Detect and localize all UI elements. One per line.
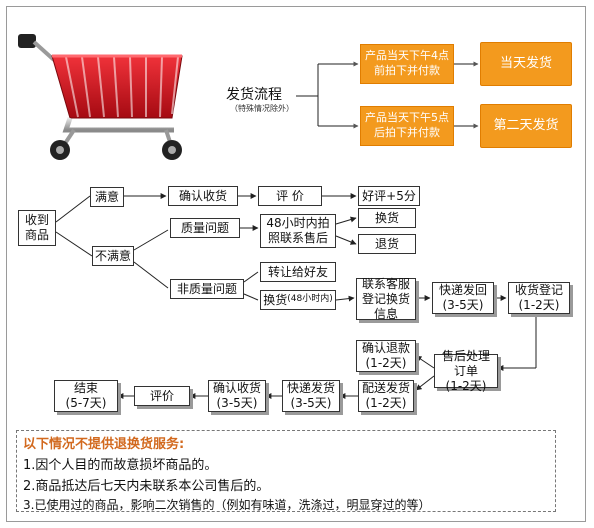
node-confirm-receipt-2: 确认收货 (3-5天): [208, 380, 266, 412]
flow-title: 发货流程: [226, 87, 282, 103]
notice-item: 3.已使用过的商品，影响二次销售的（例如有味道，洗涤过，明显穿过的等）: [23, 498, 431, 512]
node-review-2: 评价: [134, 386, 190, 406]
node-satisfied: 满意: [90, 187, 124, 207]
node-confirm-refund: 确认退款 (1-2天): [356, 340, 416, 372]
node-return: 退货: [358, 234, 416, 254]
notice-title: 以下情况不提供退换货服务:: [23, 437, 185, 452]
node-end: 结束 (5-7天): [54, 380, 118, 412]
node-contact-aftersale-48h: 48小时内拍 照联系售后: [260, 214, 336, 248]
notice-item: 1.因个人目的而故意损坏商品的。: [23, 458, 218, 473]
condition-before-4pm: 产品当天下午4点 前拍下并付款: [360, 44, 454, 84]
node-review: 评 价: [258, 186, 322, 206]
node-exchange: 换货: [358, 208, 416, 228]
exchange-48h-label: 换货: [263, 292, 288, 307]
ship-next-day: 第二天发货: [480, 104, 572, 148]
node-receipt-register: 收货登记 (1-2天): [508, 282, 570, 314]
node-confirm-receipt: 确认收货: [168, 186, 238, 206]
node-transfer-to-friend: 转让给好友: [260, 262, 336, 282]
node-unsatisfied: 不满意: [92, 246, 134, 266]
node-aftersale-process: 售后处理订单 (1-2天): [434, 349, 498, 393]
shopping-cart-icon: [18, 34, 183, 160]
node-good-review: 好评+5分: [358, 186, 420, 206]
exchange-48h-note: (48小时内): [287, 294, 333, 305]
flow-subtitle: （特殊情况除外）: [230, 104, 294, 113]
notice-item: 2.商品抵达后七天内未联系本公司售后的。: [23, 479, 270, 494]
node-exchange-within-48h: 换货(48小时内): [260, 290, 336, 310]
no-return-notice: 以下情况不提供退换货服务: 1.因个人目的而故意损坏商品的。 2.商品抵达后七天…: [16, 430, 556, 512]
ship-same-day: 当天发货: [480, 42, 572, 86]
node-quality-issue: 质量问题: [170, 218, 240, 238]
condition-after-5pm: 产品当天下午5点 后拍下并付款: [360, 106, 454, 146]
node-express-return: 快递发回 (3-5天): [432, 282, 494, 314]
node-non-quality-issue: 非质量问题: [170, 279, 244, 299]
node-delivery: 配送发货 (1-2天): [358, 380, 414, 412]
node-received-goods: 收到 商品: [18, 210, 56, 246]
node-contact-cs-register: 联系客服 登记换货 信息: [356, 277, 416, 321]
node-express-ship: 快递发货 (3-5天): [282, 380, 340, 412]
